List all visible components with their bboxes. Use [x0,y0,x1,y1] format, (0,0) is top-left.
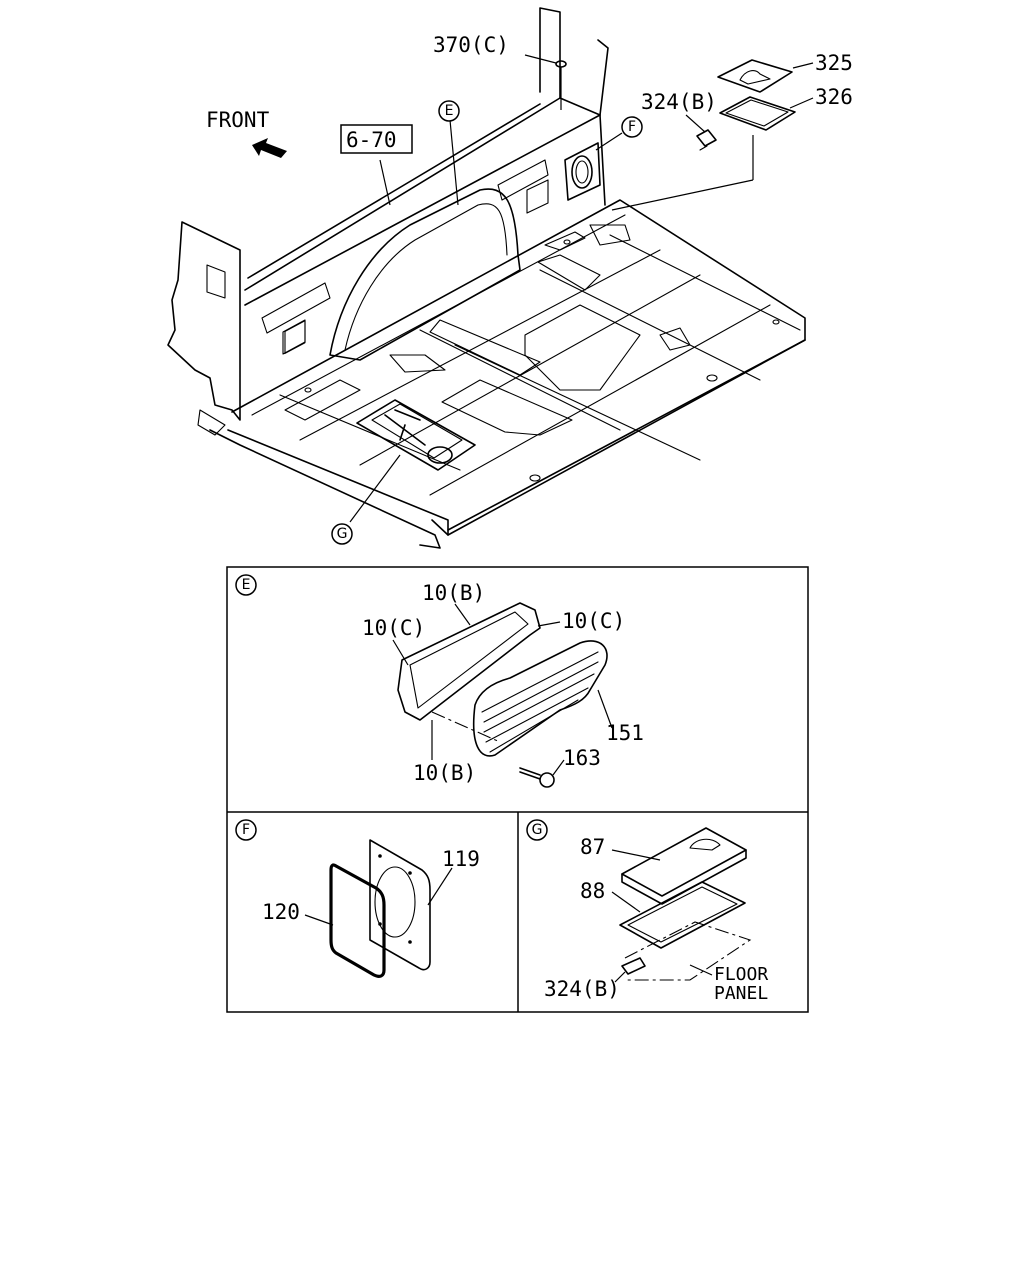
lid-87 [621,827,747,897]
label-163: 163 [563,746,601,770]
label-120: 120 [262,900,300,924]
callout-325: 325 [815,51,853,75]
fuel-lid-housing [564,142,601,201]
label-panel: PANEL [714,983,768,1004]
plate-119 [369,839,431,971]
clip-324b-detail [621,957,646,975]
label-floor: FLOOR [714,964,768,985]
grille-151 [472,640,608,757]
floor-panel-outline [624,921,752,981]
floor-hatch [356,399,476,471]
callout-circle-e-text: E [445,103,454,119]
detail-g-circle-text: G [532,822,543,838]
gasket-plate [397,602,541,721]
detail-f: F 119 120 [235,819,480,978]
detail-f-circle-text: F [242,822,250,838]
side-wall-top [244,7,561,291]
detail-g: G 87 88 324(B) FLOOR PANEL [526,819,768,1004]
callout-circle-e [438,100,460,122]
callout-326: 326 [815,85,853,109]
ref-box-label: 6-70 [346,128,397,152]
front-arrow-icon [252,138,287,158]
floor-pan-outline [231,199,806,536]
label-10b-top: 10(B) [422,581,485,605]
lid-325 [717,59,793,93]
ref-box-frame [340,124,413,154]
detail-g-circle [526,819,548,841]
bolt-163 [519,767,541,780]
seal-120 [329,863,386,978]
main-floor-view: FRONT 6-70 [167,7,853,549]
callout-circle-g-text: G [337,526,348,542]
label-10c-right: 10(C) [562,609,625,633]
gasket-88 [619,881,746,949]
detail-f-circle [235,819,257,841]
detail-e-circle [235,574,257,596]
front-label: FRONT [206,108,270,132]
label-10c-left: 10(C) [362,616,425,640]
label-10b-bottom: 10(B) [413,761,476,785]
plug-370c [555,60,567,68]
gasket-326 [719,96,796,131]
left-end-panel [167,221,241,421]
callout-370c: 370(C) [433,33,509,57]
label-87: 87 [580,835,605,859]
clip-324b [696,129,717,147]
label-324b-detail: 324(B) [544,977,620,1001]
callout-324b: 324(B) [641,90,717,114]
label-88: 88 [580,879,605,903]
callout-circle-f-text: F [628,119,636,135]
label-119: 119 [442,847,480,871]
label-151: 151 [606,721,644,745]
callout-circle-f [621,116,643,138]
detail-e: E 10(B) 10(C) 10(C) 151 163 10(B) [235,574,644,788]
wheel-arch-panel [329,188,521,361]
detail-e-circle-text: E [242,577,251,593]
callout-circle-g [331,523,353,545]
